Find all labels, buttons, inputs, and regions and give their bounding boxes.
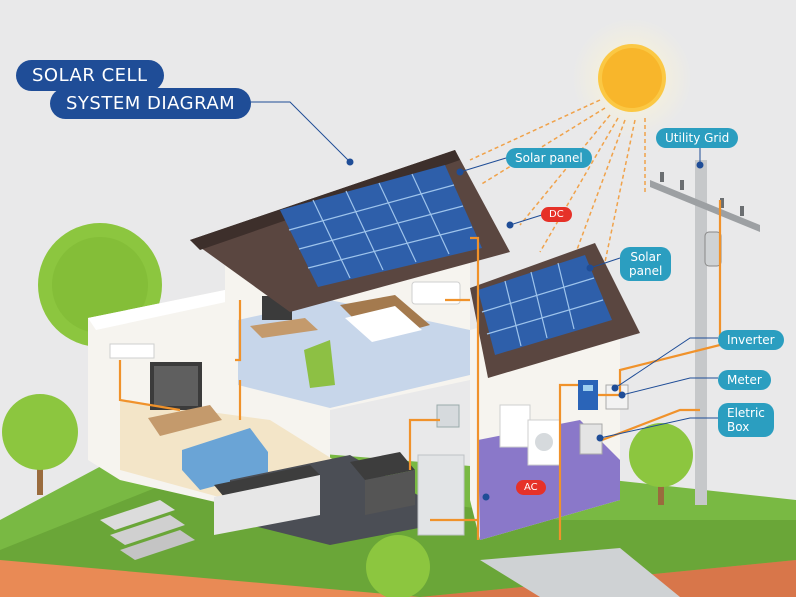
utility-pole [650, 160, 760, 505]
label-meter: Meter [718, 370, 771, 390]
label-solar-panel-right-line1: Solar [630, 250, 661, 264]
roof-main [190, 150, 510, 312]
roof-right [470, 243, 640, 378]
label-inverter: Inverter [718, 330, 784, 350]
label-solar-panel-right: Solar panel [620, 247, 672, 281]
label-electric-box-line1: Eletric [727, 406, 765, 420]
tree-bottom [366, 535, 430, 597]
label-electric-box-line2: Box [727, 420, 750, 434]
stairs [100, 500, 195, 560]
electrical-wiring [118, 200, 722, 540]
tree-right [629, 423, 693, 505]
label-electric-box: Eletric Box [718, 403, 774, 437]
title-line-1: SOLAR CELL [16, 60, 164, 91]
kitchen-area [214, 404, 465, 545]
sun [572, 18, 692, 138]
label-solar-panel-main: Solar panel [506, 148, 592, 168]
label-ac: AC [516, 480, 546, 495]
label-dc: DC [541, 207, 572, 222]
label-solar-panel-right-line2: panel [629, 264, 663, 278]
tree-left-small [2, 394, 78, 495]
label-utility-grid: Utility Grid [656, 128, 739, 148]
callout-dots [346, 158, 704, 501]
sun-rays [469, 99, 646, 263]
title-line-2: SYSTEM DIAGRAM [50, 88, 252, 119]
